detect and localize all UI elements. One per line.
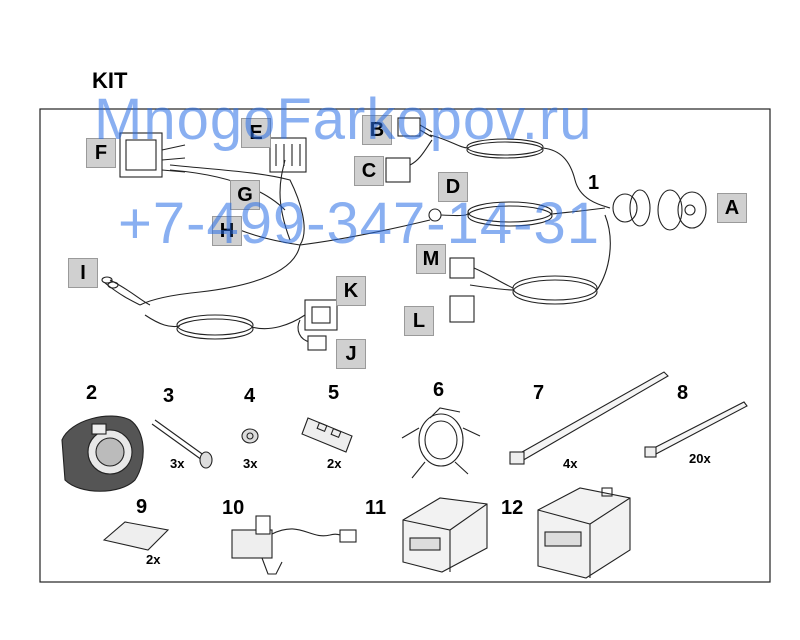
adhesive-pad — [102, 521, 170, 551]
label-i: I — [68, 258, 98, 288]
label-a: A — [717, 193, 747, 223]
qty-pad: 2x — [146, 552, 161, 567]
qty-bolt: 3x — [170, 456, 185, 471]
item-number-9: 9 — [136, 496, 148, 518]
qty-connector: 2x — [327, 456, 342, 471]
item-number-3: 3 — [163, 385, 175, 407]
qty-nut: 3x — [243, 456, 258, 471]
nut — [241, 428, 259, 444]
qty-tie: 4x — [563, 456, 578, 471]
item-number-1: 1 — [588, 172, 600, 194]
module-large — [537, 487, 631, 579]
bolt — [151, 419, 213, 469]
item-number-2: 2 — [86, 382, 98, 404]
butt-connector — [301, 417, 353, 453]
item-number-12: 12 — [501, 497, 524, 519]
label-h: H — [212, 216, 242, 246]
qty-small-tie: 20x — [689, 451, 711, 466]
kit-title: KIT — [92, 68, 128, 93]
item-number-4: 4 — [244, 385, 256, 407]
label-c: C — [354, 156, 384, 186]
fuse-holder — [231, 515, 357, 575]
label-l: L — [404, 306, 434, 336]
label-g: G — [230, 180, 260, 210]
item-number-5: 5 — [328, 382, 340, 404]
label-k: K — [336, 276, 366, 306]
socket-bracket — [401, 407, 481, 479]
item-number-7: 7 — [533, 382, 545, 404]
label-d: D — [438, 172, 468, 202]
module-small — [402, 497, 488, 573]
frame-border — [39, 108, 771, 583]
label-j: J — [336, 339, 366, 369]
label-b: B — [362, 115, 392, 145]
label-e: E — [241, 118, 271, 148]
wiring-harness — [101, 117, 707, 351]
label-f: F — [86, 138, 116, 168]
cable-tie-short — [644, 401, 748, 458]
item-number-6: 6 — [433, 379, 445, 401]
item-number-8: 8 — [677, 382, 689, 404]
item-number-11: 11 — [365, 497, 387, 519]
cable-tie-long — [509, 371, 669, 465]
item-number-10: 10 — [222, 497, 245, 519]
socket-housing — [61, 415, 144, 492]
label-m: M — [416, 244, 446, 274]
